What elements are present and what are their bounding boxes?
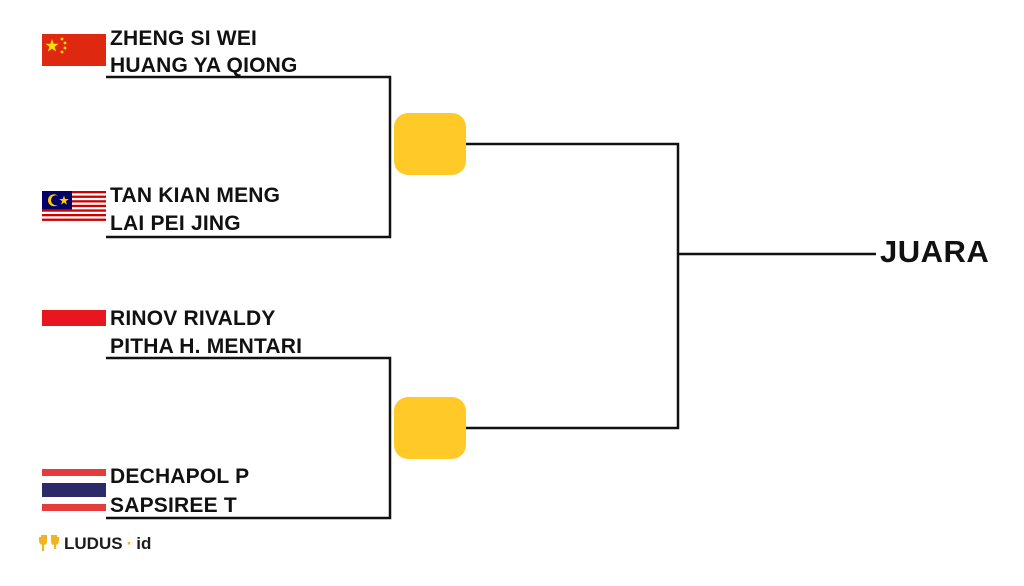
player-name: ZHENG SI WEI	[110, 27, 258, 50]
malaysia-flag-icon	[42, 191, 106, 223]
indonesia-flag-icon	[42, 310, 106, 342]
bracket-line-pair-4	[106, 428, 392, 520]
champion-label: JUARA	[880, 234, 990, 269]
logo-name: LUDUS	[64, 534, 123, 553]
player-name: PITHA H. MENTARI	[110, 335, 303, 358]
thailand-flag-icon	[42, 469, 106, 511]
player-name: HUANG YA QIONG	[110, 54, 298, 77]
logo-separator: ·	[126, 534, 133, 553]
bracket-line-semi-2	[466, 254, 680, 430]
bracket-line-pair-2	[106, 144, 392, 239]
player-name: SAPSIREE T	[110, 494, 237, 517]
player-name: TAN KIAN MENG	[110, 184, 281, 207]
bracket-line-pair-3	[106, 356, 392, 428]
china-flag-icon	[42, 34, 106, 66]
player-name: DECHAPOL P	[110, 465, 250, 488]
semifinal-2-score-box	[394, 397, 466, 459]
player-name: RINOV RIVALDY	[110, 307, 276, 330]
trophy-icon	[39, 535, 59, 551]
semifinal-1-score-box	[394, 113, 466, 175]
player-name: LAI PEI JING	[110, 212, 241, 235]
bracket-line-semi-1	[466, 142, 680, 254]
logo-suffix: id	[136, 534, 152, 553]
bracket-line-pair-1	[106, 75, 392, 144]
ludus-logo: LUDUS · id	[38, 533, 151, 555]
